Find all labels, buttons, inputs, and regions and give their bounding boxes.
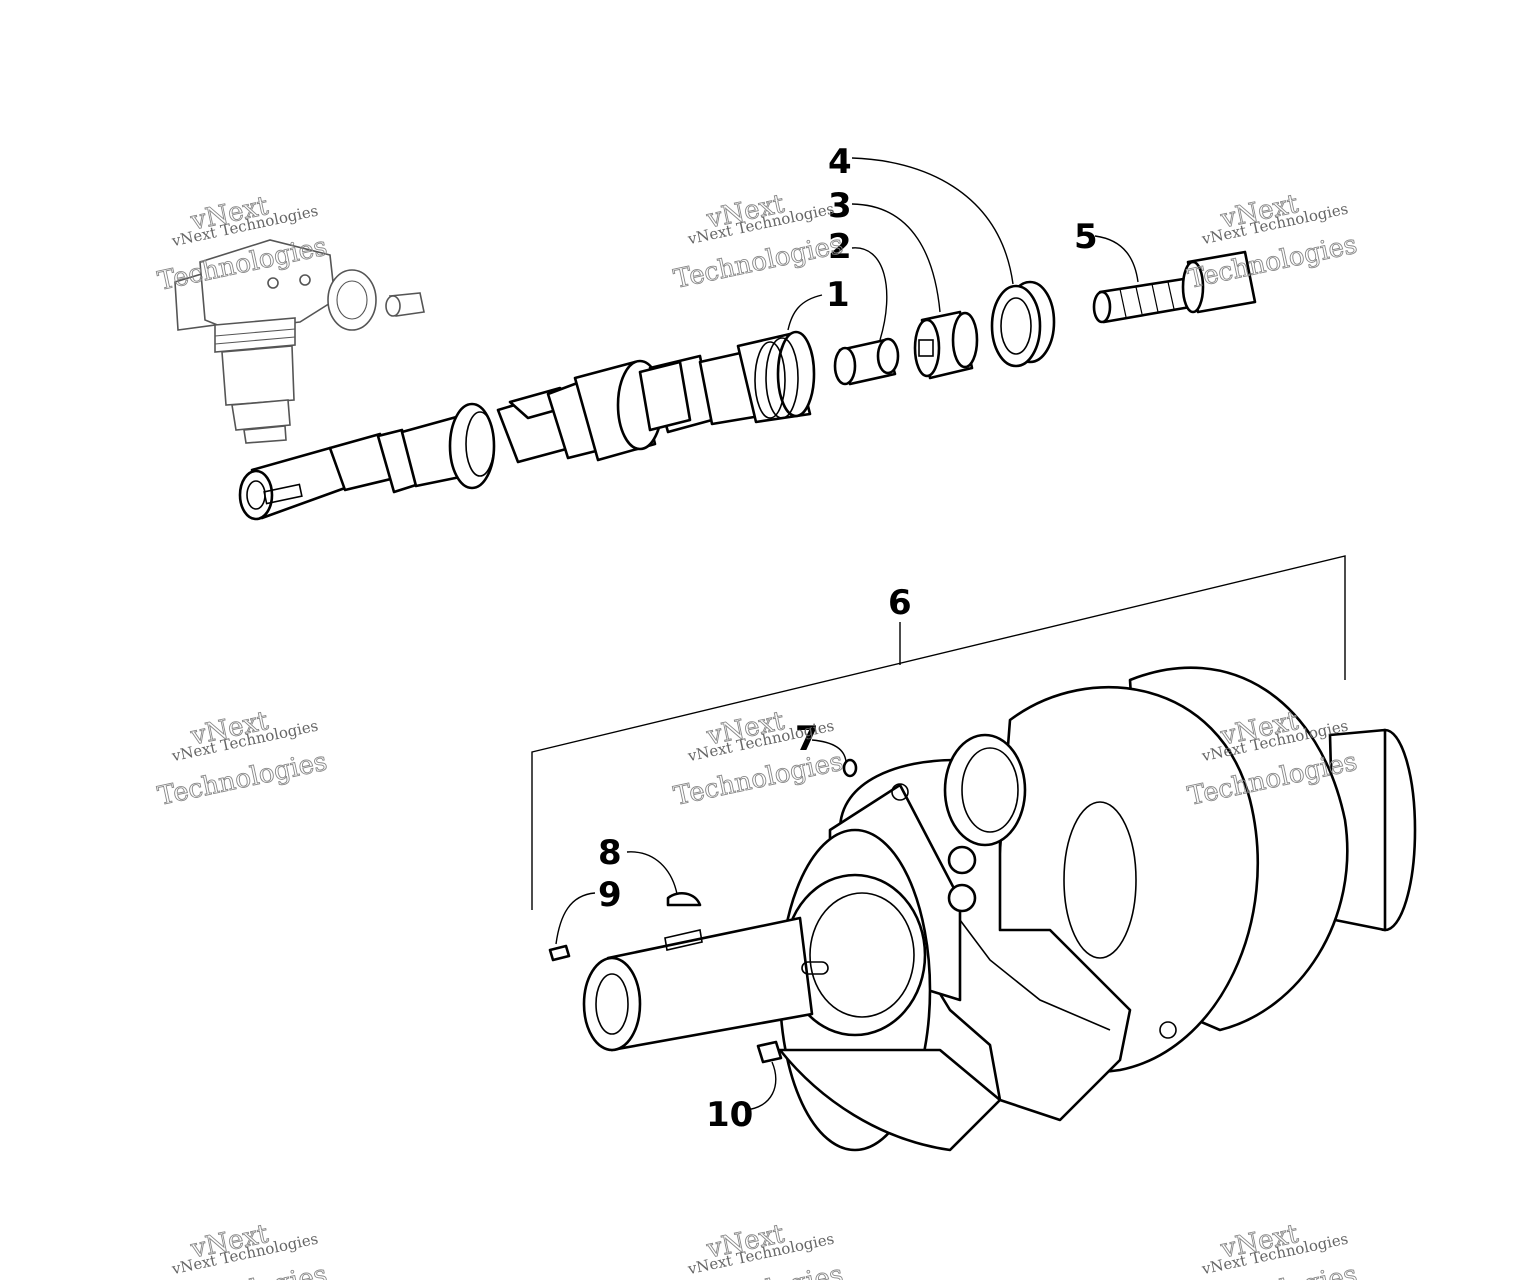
callout-7: 7 [795, 719, 819, 759]
watermark-middle-left: vNext Technologies vNext Technologies [155, 706, 330, 813]
watermark-bottom-right: vNext Technologies vNext Technologies [1185, 1219, 1360, 1280]
bracket-part-6 [531, 555, 1346, 910]
sleeve-part-2 [833, 337, 900, 386]
callout-6: 6 [888, 583, 912, 623]
watermark-bottom-left: vNext Technologies vNext Technologies [155, 1219, 330, 1280]
bolt-part-5 [1092, 250, 1257, 324]
watermark-top-center: vNext Technologies vNext Technologies [671, 189, 846, 296]
callout-2: 2 [828, 227, 852, 267]
watermark-top-right: vNext Technologies vNext Technologies [1185, 189, 1360, 296]
camshaft [238, 330, 816, 521]
reference-housing-part [174, 239, 425, 444]
watermark-middle-center: vNext Technologies vNext Technologies [671, 706, 846, 813]
callout-10: 10 [706, 1095, 753, 1135]
leader-lines [555, 157, 1139, 1111]
ring-part-4 [990, 280, 1056, 368]
callout-9: 9 [598, 875, 622, 915]
callout-labels: 1 2 3 4 5 6 7 8 9 10 [598, 142, 1098, 1135]
small-part-7 [842, 758, 858, 778]
callout-4: 4 [828, 142, 852, 182]
callout-3: 3 [828, 186, 852, 226]
collar-part-3 [913, 310, 979, 380]
pin-part-9 [548, 944, 571, 962]
key-part-10 [756, 1040, 783, 1064]
crankshaft [582, 666, 1417, 1152]
callout-1: 1 [826, 275, 850, 315]
callout-8: 8 [598, 833, 622, 873]
woodruff-key-part-8 [666, 891, 702, 907]
callout-5: 5 [1074, 217, 1098, 257]
watermark-bottom-center: vNext Technologies vNext Technologies [671, 1219, 846, 1280]
